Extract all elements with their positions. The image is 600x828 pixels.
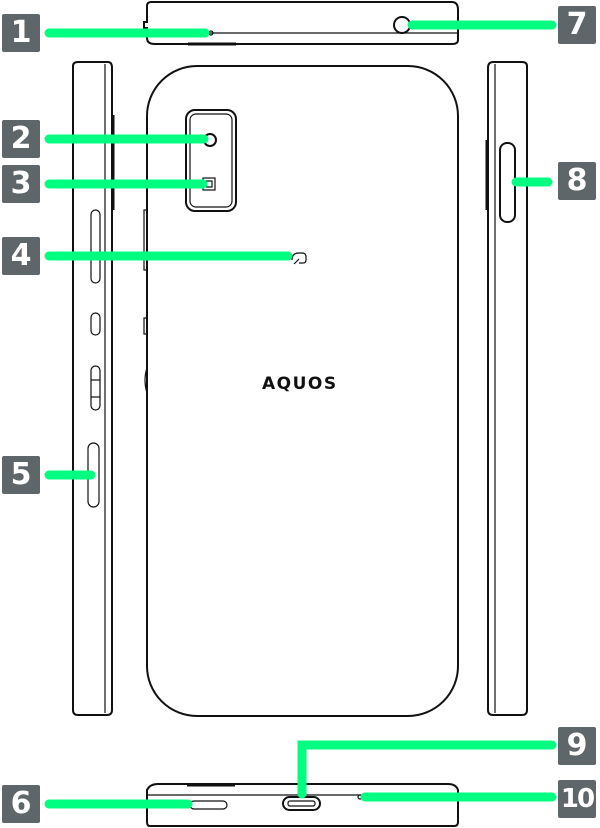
aquos-logo: AQUOS bbox=[262, 374, 338, 394]
callout-4: 4 bbox=[2, 237, 40, 275]
callout-3: 3 bbox=[2, 165, 40, 203]
callout-5: 5 bbox=[2, 456, 40, 494]
callout-2: 2 bbox=[2, 120, 40, 158]
leader-lines bbox=[44, 20, 557, 809]
callout-10: 10 bbox=[558, 780, 596, 818]
nfc-icon bbox=[291, 252, 307, 265]
card-slot-icon bbox=[189, 800, 228, 810]
left-side-view bbox=[72, 61, 115, 716]
callout-9: 9 bbox=[558, 727, 596, 765]
callout-1: 1 bbox=[2, 14, 40, 52]
right-side-view bbox=[485, 61, 528, 716]
callout-6: 6 bbox=[2, 785, 40, 823]
callout-7: 7 bbox=[558, 6, 596, 44]
volume-key-icon bbox=[90, 209, 101, 284]
callout-8: 8 bbox=[558, 162, 596, 200]
